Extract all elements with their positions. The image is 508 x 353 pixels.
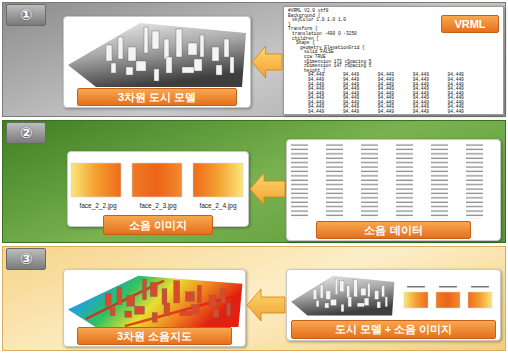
panel-label: 3차원 소음지도 bbox=[77, 327, 232, 345]
step-number: ① bbox=[6, 4, 46, 26]
file-name: face_2_2.jpg bbox=[68, 202, 128, 210]
file-name: face_2_3.jpg bbox=[128, 202, 188, 210]
combined-input-picture bbox=[291, 276, 492, 316]
code-panel: VRML#VRML V2.0 utf8Background {skyColor … bbox=[283, 6, 504, 115]
result-panel: 3차원 도시 모델 bbox=[63, 16, 251, 108]
art-part bbox=[313, 278, 387, 311]
art-part bbox=[407, 286, 425, 288]
result-panel: 3차원 소음지도 bbox=[63, 269, 246, 347]
art-part bbox=[193, 163, 243, 197]
art-part bbox=[106, 27, 234, 81]
noise-map-picture bbox=[68, 276, 242, 327]
art-part bbox=[436, 292, 460, 308]
noise-data-table bbox=[289, 143, 497, 219]
art-part bbox=[471, 286, 489, 288]
art-part bbox=[105, 279, 230, 322]
art-part bbox=[86, 281, 164, 319]
step-number: ② bbox=[6, 122, 46, 144]
art-part bbox=[468, 292, 492, 308]
art-part bbox=[125, 295, 239, 326]
panel-label: 소음 데이터 bbox=[316, 221, 471, 239]
art-part bbox=[291, 276, 394, 316]
noise-image-thumbnails bbox=[71, 163, 243, 197]
step-band: ③ 3차원 소음지도 도시 모델 + 소음 이미지 bbox=[2, 246, 506, 351]
art-part bbox=[291, 276, 394, 316]
block-arrow bbox=[252, 46, 282, 78]
panel-label: 도시 모델 + 소음 이미지 bbox=[291, 320, 496, 339]
art-part bbox=[71, 163, 121, 197]
step-band: ① 3차원 도시 모델 VRML#VRML V2.0 utf8Background … bbox=[2, 2, 506, 117]
art-part bbox=[132, 163, 182, 197]
block-arrow bbox=[250, 173, 285, 205]
art-part bbox=[404, 292, 428, 308]
result-panel: 소음 이미지face_2_2.jpgface_2_3.jpgface_2_4.j… bbox=[67, 151, 249, 227]
format-label: VRML bbox=[441, 15, 499, 33]
data-panel: 소음 데이터 bbox=[286, 139, 501, 241]
panel-label: 3차원 도시 모델 bbox=[77, 88, 237, 106]
input-panel: 도시 모델 + 소음 이미지 bbox=[286, 269, 501, 341]
art-part bbox=[68, 23, 246, 87]
art-part bbox=[68, 276, 242, 327]
art-part bbox=[289, 143, 497, 219]
block-arrow bbox=[247, 289, 285, 321]
panel-label: 소음 이미지 bbox=[103, 215, 213, 235]
step-band: ②소음 이미지face_2_2.jpgface_2_3.jpgface_2_4.… bbox=[2, 120, 506, 243]
art-part bbox=[439, 286, 457, 288]
code-line: 94.449 94.449 94.449 94.449 94.449 bbox=[288, 110, 464, 115]
code-line: skyColor 1.0 1.0 1.0 bbox=[288, 18, 464, 23]
city-model-picture bbox=[68, 23, 246, 87]
step-number: ③ bbox=[6, 248, 46, 270]
file-name: face_2_4.jpg bbox=[188, 202, 248, 210]
